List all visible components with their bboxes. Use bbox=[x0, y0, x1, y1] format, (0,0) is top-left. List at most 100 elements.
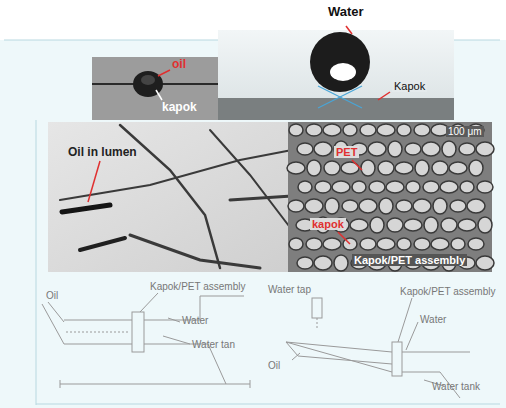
fiber-cell bbox=[423, 181, 439, 193]
droplet-highlight bbox=[330, 63, 356, 81]
fiber-cell bbox=[377, 124, 395, 136]
fiber-cell bbox=[288, 200, 304, 212]
fiber-cell bbox=[396, 200, 412, 212]
leader-arrow bbox=[378, 92, 390, 100]
fiber-cell bbox=[395, 162, 413, 174]
fiber-cell bbox=[343, 124, 357, 136]
fiber-cell bbox=[387, 218, 403, 232]
fiber-cell bbox=[404, 219, 422, 231]
label: kapok bbox=[310, 218, 346, 230]
fiber-cell bbox=[459, 143, 475, 155]
fiber-cell bbox=[359, 199, 377, 213]
label: Kapok/PET assembly bbox=[352, 254, 467, 266]
fiber-cell bbox=[360, 124, 376, 136]
leader-arrow bbox=[158, 70, 170, 76]
fiber-cell bbox=[360, 238, 376, 250]
fiber-cell bbox=[324, 161, 340, 175]
fiber-cell bbox=[460, 181, 474, 193]
label: Oil bbox=[268, 360, 280, 371]
fiber-cell bbox=[305, 199, 323, 213]
fiber-cell bbox=[332, 181, 350, 193]
fiber-cell bbox=[440, 181, 458, 193]
fiber-cell bbox=[315, 181, 331, 193]
fiber-cell bbox=[350, 219, 368, 231]
fiber-cell bbox=[414, 238, 430, 250]
fiber-cell bbox=[467, 199, 485, 213]
fiber-cell bbox=[306, 124, 322, 136]
fiber-cell bbox=[397, 124, 411, 136]
leader-arrow bbox=[338, 232, 350, 244]
fiber-cell bbox=[413, 199, 431, 213]
fiber-cell bbox=[298, 181, 312, 193]
label: Water bbox=[182, 315, 208, 326]
fiber-cell bbox=[397, 238, 411, 250]
fiber-cell bbox=[370, 217, 384, 233]
fiber-cell bbox=[432, 161, 448, 175]
fiber-cell bbox=[323, 124, 341, 136]
microscope-image bbox=[48, 122, 296, 272]
fiber-cell bbox=[289, 124, 303, 136]
fiber-cell bbox=[342, 200, 358, 212]
fiber-mat bbox=[218, 98, 454, 120]
fiber-cell bbox=[476, 142, 494, 156]
water-droplet-photo bbox=[218, 30, 454, 120]
label: oil bbox=[172, 58, 186, 71]
leader-arrow bbox=[88, 161, 100, 202]
fiber-cell bbox=[297, 257, 313, 269]
fiber-cell bbox=[314, 256, 332, 270]
label: Oil in lumen bbox=[66, 146, 139, 159]
label: Water tan bbox=[192, 339, 235, 350]
contact-angle-line bbox=[318, 86, 362, 108]
fiber-cell bbox=[478, 217, 492, 233]
frame-line bbox=[36, 404, 500, 405]
horizontal-setup-schematic bbox=[42, 293, 250, 388]
fiber-cell bbox=[323, 238, 341, 250]
fiber-cell bbox=[287, 162, 305, 174]
fiber-cell bbox=[289, 238, 303, 250]
fiber-cell bbox=[433, 198, 447, 214]
leader-arrow bbox=[352, 160, 362, 170]
fiber-cell bbox=[307, 160, 321, 176]
fiber-cell bbox=[352, 181, 366, 193]
fiber-cell bbox=[431, 238, 449, 250]
label: PET bbox=[334, 146, 359, 158]
fiber-cell bbox=[379, 198, 393, 214]
label: Water tap bbox=[268, 284, 311, 295]
leader-arrow bbox=[346, 26, 352, 34]
fiber-cell bbox=[406, 181, 420, 193]
fiber-cell bbox=[297, 143, 313, 155]
label: kapok bbox=[162, 101, 197, 114]
fiber-cell bbox=[368, 142, 386, 156]
oil-droplet-photo bbox=[92, 57, 218, 120]
fiber-cell bbox=[361, 160, 375, 176]
label: Kapok/PET assembly bbox=[400, 286, 495, 297]
fiber-cell bbox=[476, 256, 494, 270]
fiber-cell bbox=[314, 142, 332, 156]
fiber-cell bbox=[449, 162, 467, 174]
fiber-cell bbox=[469, 160, 483, 176]
fiber-cell bbox=[424, 217, 438, 233]
fiber-cell bbox=[442, 141, 456, 157]
fiber-cell bbox=[334, 255, 348, 271]
fiber-cross-sections bbox=[287, 124, 494, 271]
fiber-cell bbox=[422, 142, 440, 156]
fiber-cell bbox=[325, 198, 339, 214]
leader-arrow bbox=[156, 90, 162, 100]
water-droplet bbox=[310, 32, 370, 92]
fiber-cell bbox=[377, 238, 395, 250]
label: Oil bbox=[46, 290, 58, 301]
label: 100 μm bbox=[446, 126, 484, 137]
sem-image bbox=[288, 122, 492, 272]
fiber-cell bbox=[414, 124, 430, 136]
fiber-cell bbox=[378, 161, 394, 175]
fiber-cell bbox=[458, 219, 476, 231]
label: Kapok/PET assembly bbox=[150, 281, 245, 292]
fiber-cell bbox=[450, 200, 466, 212]
fiber-cell bbox=[369, 181, 385, 193]
fiber-cell bbox=[405, 143, 421, 155]
label: Water bbox=[328, 5, 364, 19]
kapok-fibers bbox=[60, 125, 292, 268]
fiber-cell bbox=[468, 238, 484, 250]
fiber-cell bbox=[415, 160, 429, 176]
fiber-cell bbox=[451, 238, 465, 250]
